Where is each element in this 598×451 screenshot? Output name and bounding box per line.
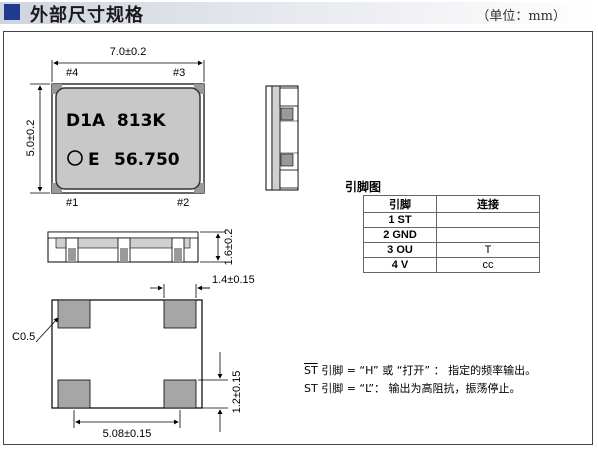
connection-column-header: 连接 [436,195,540,213]
notes: ST 引脚 = “H” 或 “打开” ： 指定的频率输出。 ST 引脚 = “L… [304,362,536,398]
bottom-view [35,284,228,432]
corner-pad [52,183,62,193]
header-square-icon [4,4,20,20]
connection-cell: cc [436,257,540,273]
pin-cell: 3 OU [363,242,437,258]
marking-line1: D1A 813K [66,111,166,131]
table-row: 4 V cc [363,257,540,273]
thickness-dim-label: 1.6±0.2 [223,229,235,266]
pin-column-header: 引脚 [363,195,437,213]
header: 外部尺寸规格 （单位：mm） [0,0,598,26]
pin-cell: 1 ST [363,212,437,228]
pad-2 [163,379,197,409]
connection-cell [436,212,540,228]
corner-pad [52,84,62,94]
pin-cell: 4 V [363,257,437,273]
pin1-mark-icon [67,150,83,166]
marking-prefix: E [88,150,100,170]
pad-3 [163,299,197,329]
unit-label: （单位：mm） [476,9,566,24]
table-row: 3 OU T [363,242,540,258]
page-title: 外部尺寸规格 [30,5,144,26]
pin-cell: 2 GND [363,227,437,243]
width-dim-label: 7.0±0.2 [110,46,147,58]
pin1-label: #1 [66,197,78,209]
table-row: 1 ST [363,212,540,228]
st-signal-label: ST [304,364,318,377]
pin4-label: #4 [66,67,78,79]
chamfer-label: C0.5 [12,331,35,343]
pad-1 [57,379,91,409]
metal-lid [55,87,201,190]
connection-cell: T [436,242,540,258]
marking-frequency: 56.750 [114,150,180,170]
top-view [30,60,205,194]
pad-4 [57,299,91,329]
st-signal-label: ST [304,382,318,395]
corner-pad [194,84,204,94]
pin-table: 引脚 连接 1 ST 2 GND 3 OU T 4 V cc [363,195,540,273]
connection-cell [436,227,540,243]
pin3-label: #3 [173,67,185,79]
pin2-label: #2 [177,197,189,209]
height-dim-label: 5.0±0.2 [25,120,37,157]
note-text: 引脚 = “H” 或 “打开” ： 指定的频率输出。 [317,364,537,377]
pad-pitch-dim-label: 5.08±0.15 [103,428,152,440]
pin-table-title: 引脚图 [345,180,382,194]
note-line-2: ST 引脚 = “L”： 输出为高阻抗，振荡停止。 [304,380,536,398]
corner-pad [194,183,204,193]
drawing-frame [3,31,593,445]
note-line-1: ST 引脚 = “H” 或 “打开” ： 指定的频率输出。 [304,362,536,380]
note-text: 引脚 = “L”： 输出为高阻抗，振荡停止。 [317,382,521,395]
header-bar [0,2,598,24]
pad-height-dim-label: 1.2±0.15 [231,371,243,414]
table-row: 2 GND [363,227,540,243]
pad-width-dim-label: 1.4±0.15 [212,274,255,286]
front-view [47,231,226,263]
side-view [265,85,299,191]
